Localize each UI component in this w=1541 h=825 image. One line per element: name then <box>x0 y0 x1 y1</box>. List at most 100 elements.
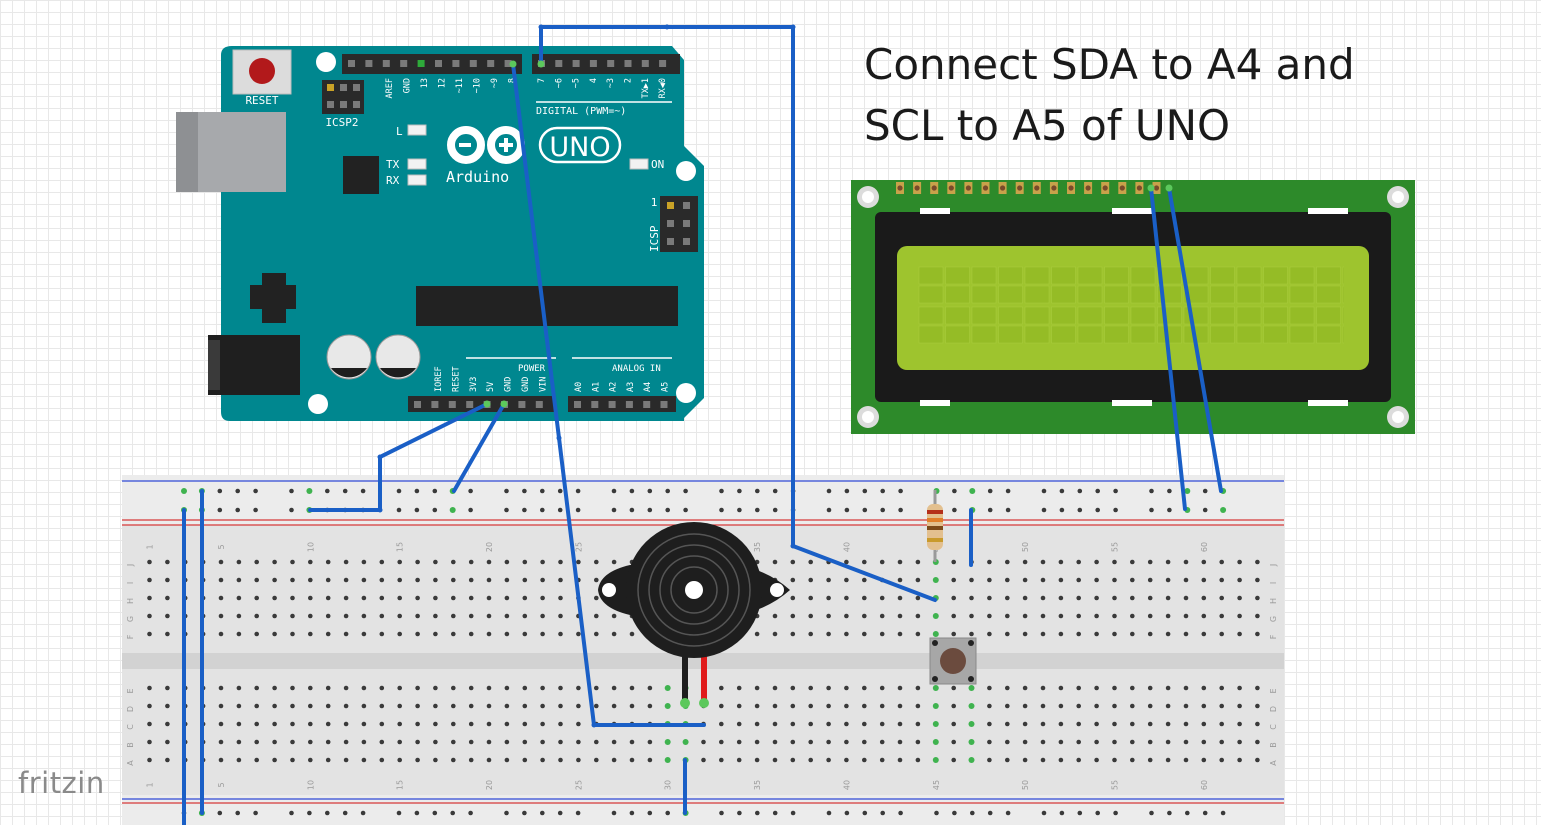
breadboard-hole <box>522 559 528 565</box>
breadboard-hole <box>1005 739 1010 745</box>
breadboard-hole <box>951 595 956 601</box>
breadboard-hole <box>790 613 796 619</box>
breadboard-hole <box>1183 613 1189 619</box>
breadboard-hole <box>342 810 348 816</box>
breadboard-hole <box>1022 595 1028 601</box>
wire-sda-to-a4 <box>1149 186 1187 511</box>
pin-label: 7 <box>537 78 547 83</box>
breadboard-hole <box>1005 810 1011 816</box>
breadboard-hole <box>379 757 385 763</box>
breadboard-hole <box>486 757 492 763</box>
breadboard-hole <box>772 507 778 513</box>
breadboard-hole <box>343 559 349 565</box>
breadboard-hole <box>808 595 813 601</box>
breadboard-hole <box>540 507 545 513</box>
breadboard-hole <box>289 488 294 494</box>
lcd-pin-hole <box>1085 185 1091 191</box>
breadboard-hole <box>254 703 259 709</box>
header-pin <box>504 60 512 67</box>
breadboard-hole <box>826 595 831 601</box>
breadboard-hole <box>522 613 528 619</box>
breadboard-hole <box>218 559 224 565</box>
header-pin <box>659 60 667 67</box>
breadboard-hole <box>594 757 599 763</box>
breadboard-hole <box>1076 739 1081 745</box>
breadboard-hole <box>629 757 635 763</box>
reset-button <box>232 49 292 95</box>
breadboard-hole <box>1220 507 1227 513</box>
breadboard-hole <box>504 739 510 745</box>
breadboard-hole <box>1095 810 1100 816</box>
breadboard-hole <box>1201 613 1207 619</box>
breadboard-hole <box>897 721 903 727</box>
mounting-hole <box>676 161 696 181</box>
breadboard-hole <box>629 810 635 816</box>
breadboard-hole <box>1094 757 1099 763</box>
mounting-hole <box>676 383 696 403</box>
breadboard-hole <box>951 739 956 745</box>
pin-label: GND <box>403 78 413 93</box>
uno-badge <box>538 126 622 164</box>
breadboard-hole <box>629 631 635 637</box>
breadboard-hole <box>1005 757 1010 763</box>
pin-label: RESET <box>451 366 461 392</box>
breadboard-hole <box>611 631 617 637</box>
breadboard-hole <box>932 721 939 727</box>
breadboard-hole <box>1040 739 1046 745</box>
breadboard-hole <box>1059 488 1065 494</box>
breadboard-hole <box>862 577 867 583</box>
breadboard-hole <box>755 507 760 513</box>
breadboard-hole <box>451 685 456 691</box>
breadboard-hole <box>254 685 259 691</box>
breadboard-hole <box>934 810 939 816</box>
breadboard-hole <box>897 559 903 565</box>
breadboard-hole <box>432 488 438 494</box>
breadboard-hole <box>915 703 921 709</box>
breadboard-hole <box>1219 739 1224 745</box>
breadboard-hole <box>504 703 510 709</box>
breadboard-hole <box>361 703 367 709</box>
breadboard-hole <box>540 739 545 745</box>
breadboard-hole <box>1058 757 1064 763</box>
breadboard-hole <box>1040 685 1046 691</box>
lcd-pin-hole <box>965 185 972 191</box>
breadboard-hole <box>414 488 420 494</box>
breadboard-hole <box>719 739 724 745</box>
pin-label: 12 <box>438 78 448 88</box>
breadboard-hole <box>1005 595 1010 601</box>
breadboard-hole <box>379 577 385 583</box>
row-letter: E <box>126 688 135 693</box>
breadboard-hole <box>1147 559 1153 565</box>
breadboard-hole <box>808 703 813 709</box>
analog-label: ANALOG IN <box>612 364 661 374</box>
breadboard-hole <box>1040 577 1046 583</box>
breadboard-hole <box>468 577 474 583</box>
breadboard-hole <box>754 757 760 763</box>
breadboard-hole <box>1040 613 1046 619</box>
breadboard-hole <box>289 507 294 513</box>
breadboard-hole <box>558 631 563 637</box>
breadboard-hole <box>342 488 348 494</box>
breadboard-hole <box>451 757 456 763</box>
breadboard-hole <box>147 559 152 565</box>
breadboard-hole <box>165 559 170 565</box>
breadboard-hole <box>772 810 778 816</box>
breadboard-hole <box>557 507 563 513</box>
pin-label: VIN <box>538 377 548 392</box>
reset-label: RESET <box>245 94 278 107</box>
breadboard-hole <box>1183 595 1189 601</box>
breadboard-hole <box>522 577 528 583</box>
lcd-pin-hole <box>1102 185 1108 191</box>
breadboard-hole <box>253 810 258 816</box>
breadboard-hole <box>932 613 939 619</box>
breadboard-hole <box>361 613 367 619</box>
breadboard-hole <box>308 631 313 637</box>
breadboard-hole <box>952 488 957 494</box>
piezo-buzzer <box>598 522 790 708</box>
breadboard-hole <box>343 631 349 637</box>
breadboard-hole <box>826 739 831 745</box>
breadboard-hole <box>1040 559 1046 565</box>
breadboard-hole <box>719 721 724 727</box>
